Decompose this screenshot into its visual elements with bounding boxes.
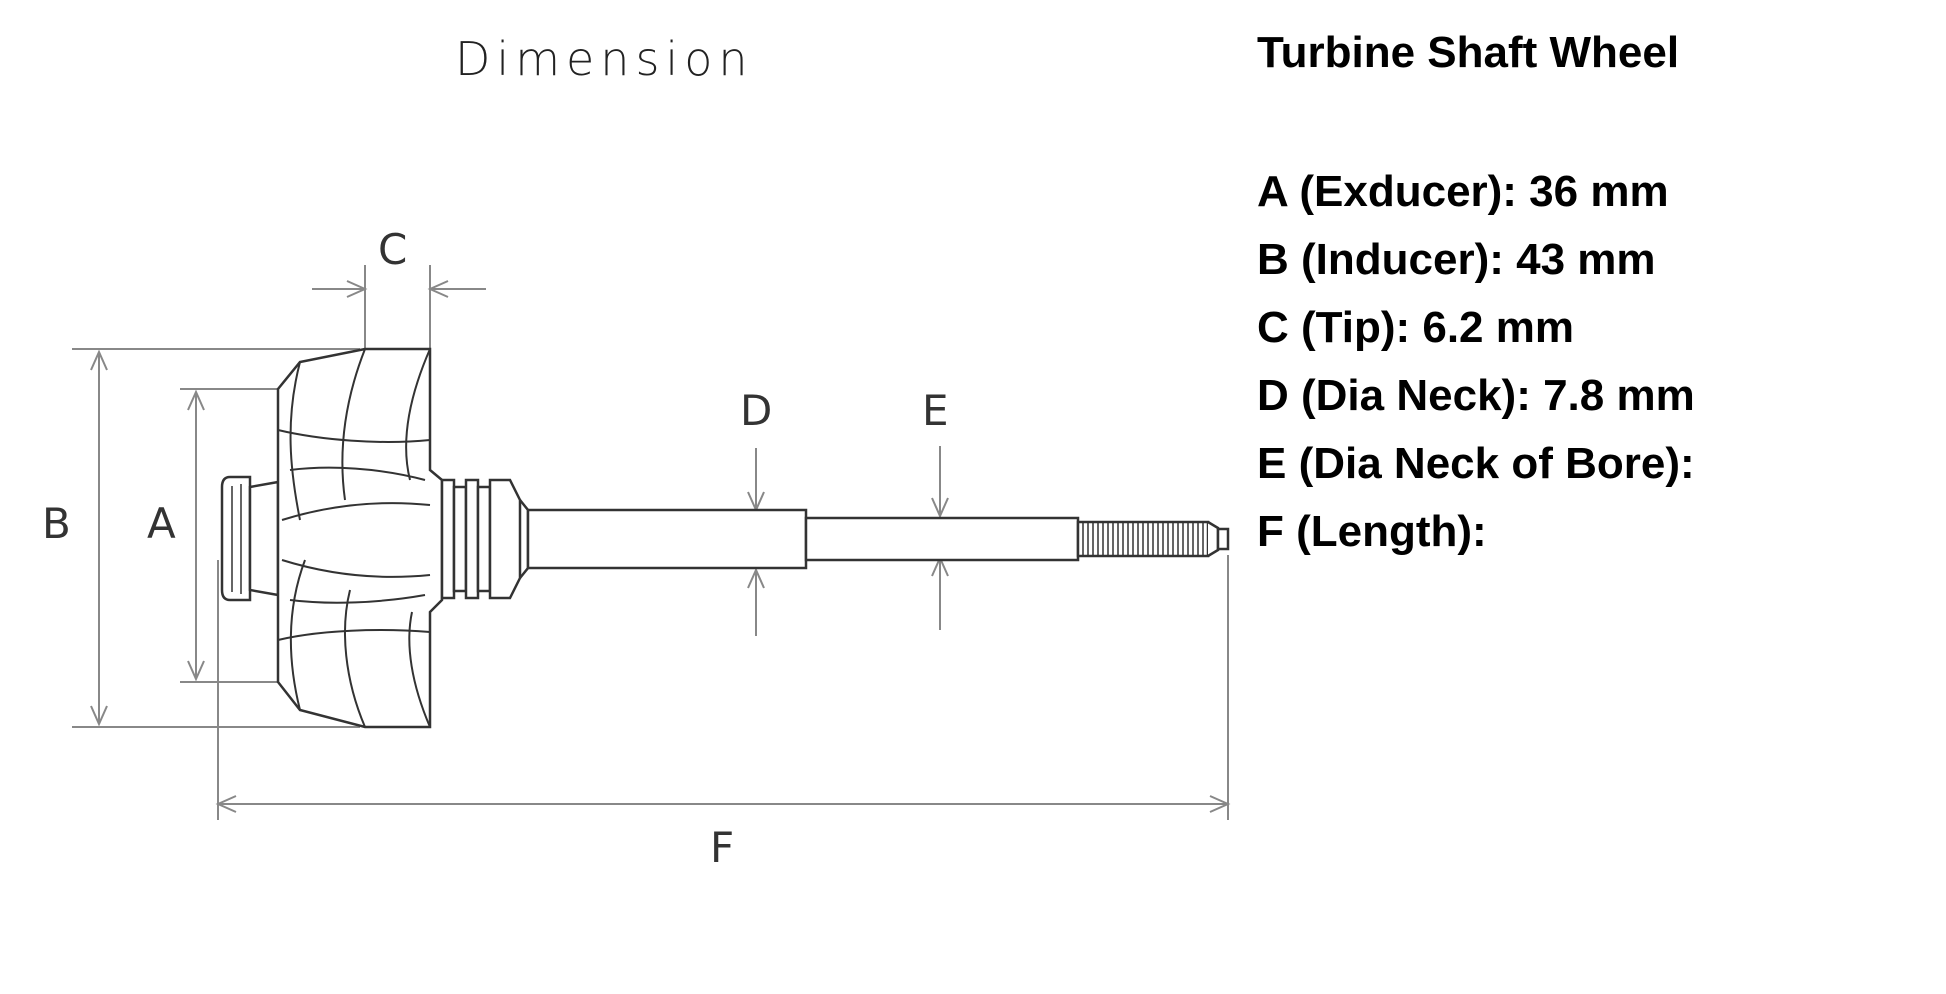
dimension-b-arrow-bottom (90, 705, 108, 727)
blade-curve (289, 559, 306, 711)
exducer-hub (248, 480, 280, 597)
spec-exducer: A (Exducer): 36 mm (1257, 167, 1669, 216)
dimension-lines (72, 265, 1231, 820)
seal-ring (452, 485, 468, 593)
spec-length: F (Length): (1257, 507, 1487, 556)
shaft-bore-section (804, 516, 1080, 562)
dimension-e-arrow-top (931, 497, 949, 519)
label-a: A (147, 499, 176, 548)
label-f: F (710, 823, 734, 872)
label-c: C (378, 225, 407, 274)
blade-curve (277, 629, 431, 641)
seal-collar (488, 478, 522, 600)
dimension-f-arrow-left (215, 795, 237, 813)
spec-panel: Turbine Shaft Wheel A (Exducer): 36 mm B… (1257, 28, 1695, 566)
label-e: E (922, 386, 949, 435)
blade-curve (289, 594, 426, 604)
blade-curve (281, 502, 431, 521)
spec-dia-neck: D (Dia Neck): 7.8 mm (1257, 371, 1695, 420)
blade-curve (289, 466, 426, 481)
diagram-title: Dimension (455, 32, 754, 86)
seal-ring (464, 478, 480, 600)
label-d: D (740, 386, 772, 435)
blade-curve (408, 611, 431, 728)
blade-curve (344, 589, 366, 728)
shaft-neck (526, 508, 808, 570)
dimension-f-arrow-right (1209, 795, 1231, 813)
thread-tip (1207, 520, 1220, 558)
blade-curve (405, 348, 431, 481)
spec-dia-neck-of-bore: E (Dia Neck of Bore): (1257, 439, 1695, 488)
dimension-d-arrow-bottom (747, 567, 765, 589)
thread-lines (1082, 523, 1204, 555)
dimension-labels: B A C D E F (42, 225, 949, 872)
turbine-wheel (276, 347, 444, 729)
spec-inducer: B (Inducer): 43 mm (1257, 235, 1656, 284)
wheel-blades (277, 348, 431, 728)
blade-curve (289, 361, 301, 521)
blade-curve (277, 429, 431, 443)
turbine-shaft-drawing (220, 347, 1230, 729)
blade-curve (341, 348, 366, 501)
dimension-c-arrow-right (427, 280, 449, 298)
seal-ring (440, 478, 456, 600)
label-b: B (42, 499, 71, 548)
shaft-tip (1216, 527, 1230, 551)
spec-tip: C (Tip): 6.2 mm (1257, 303, 1575, 352)
spec-title: Turbine Shaft Wheel (1257, 28, 1680, 77)
blade-curve (281, 559, 431, 578)
seal-ring (476, 485, 492, 593)
dimension-a-arrow-bottom (187, 660, 205, 682)
dimension-c-arrow-left (346, 280, 368, 298)
dimension-b-arrow-top (90, 349, 108, 371)
dimension-a-arrow-top (187, 389, 205, 411)
exducer-nut (220, 475, 252, 602)
